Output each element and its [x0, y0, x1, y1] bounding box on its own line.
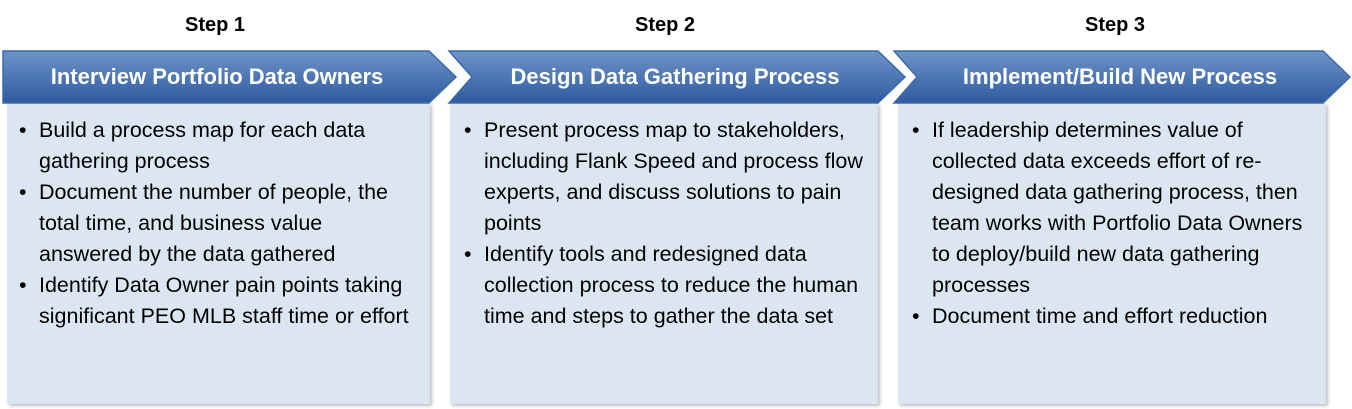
step-1-bullet-3: •Identify Data Owner pain points taking … — [19, 270, 420, 332]
bullet-icon: • — [912, 118, 920, 142]
bullet-icon: • — [19, 118, 27, 142]
bullet-icon: • — [912, 304, 920, 328]
step-1-bullet-2: •Document the number of people, the tota… — [19, 177, 420, 270]
step-1-bullet-1: •Build a process map for each data gathe… — [19, 115, 420, 177]
bullet-icon: • — [464, 118, 472, 142]
step-2-bullet-list: •Present process map to stakeholders, in… — [450, 103, 878, 332]
step-3-label: Step 3 — [1084, 14, 1146, 36]
bullet-icon: • — [19, 180, 27, 204]
step-1-panel: •Build a process map for each data gathe… — [7, 103, 430, 404]
step-1-label: Step 1 — [184, 14, 246, 36]
step-3-bullet-1: •If leadership determines value of colle… — [912, 115, 1318, 301]
step-3-panel: •If leadership determines value of colle… — [898, 103, 1326, 404]
step-2-panel: •Present process map to stakeholders, in… — [450, 103, 878, 404]
step-2-bullet-1: •Present process map to stakeholders, in… — [464, 115, 868, 239]
step-2-bullet-2: •Identify tools and redesigned data coll… — [464, 239, 868, 332]
chevron-arrow-shape — [447, 50, 907, 104]
step-3-header-arrow: Implement/Build New Process — [892, 50, 1352, 104]
step-2-header-arrow: Design Data Gathering Process — [447, 50, 907, 104]
step-3-bullet-list: •If leadership determines value of colle… — [898, 103, 1326, 332]
step-2-title: Design Data Gathering Process — [510, 64, 840, 89]
step-3-bullet-2: •Document time and effort reduction — [912, 301, 1318, 332]
step-3-title: Implement/Build New Process — [962, 64, 1278, 89]
chevron-arrow-shape — [892, 50, 1352, 104]
bullet-icon: • — [464, 242, 472, 266]
step-1-header-arrow: Interview Portfolio Data Owners — [2, 50, 458, 104]
step-1-title: Interview Portfolio Data Owners — [50, 64, 384, 89]
step-1-bullet-list: •Build a process map for each data gathe… — [7, 103, 430, 332]
chevron-arrow-shape — [2, 50, 458, 104]
bullet-icon: • — [19, 273, 27, 297]
step-2-label: Step 2 — [634, 14, 696, 36]
